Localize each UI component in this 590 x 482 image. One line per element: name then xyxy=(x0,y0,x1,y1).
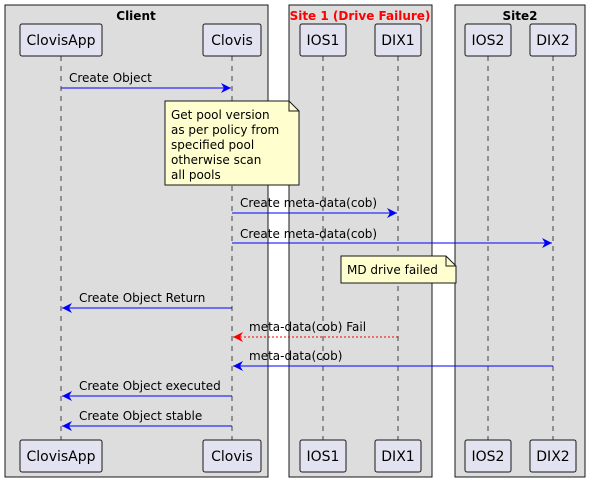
participant-ios1-top: IOS1 xyxy=(299,23,347,57)
note-line: Get pool version xyxy=(171,108,270,122)
participant-clovisapp-bottom: ClovisApp xyxy=(19,439,103,473)
message-create-object-stable: Create Object stable xyxy=(62,409,232,431)
participant-label: IOS1 xyxy=(307,33,340,49)
message-label: Create Object xyxy=(69,71,152,85)
message-label: Create meta-data(cob) xyxy=(240,196,377,210)
message-create-metadata-dix1: Create meta-data(cob) xyxy=(232,196,397,218)
message-label: meta-data(cob) xyxy=(249,349,342,363)
note-line: otherwise scan xyxy=(171,153,261,167)
note-pool-version: Get pool version as per policy from spec… xyxy=(164,100,300,186)
message-label: Create Object executed xyxy=(79,379,221,393)
note-line: MD drive failed xyxy=(347,263,438,277)
participant-dix1-top: DIX1 xyxy=(374,23,422,57)
message-create-metadata-dix2: Create meta-data(cob) xyxy=(232,227,552,248)
participant-label: IOS2 xyxy=(472,33,505,49)
note-line: all pools xyxy=(171,168,221,182)
participant-label: ClovisApp xyxy=(26,449,95,465)
note-line: as per policy from xyxy=(171,123,279,137)
participant-dix2-bottom: DIX2 xyxy=(529,439,577,473)
participant-ios2-bottom: IOS2 xyxy=(464,439,512,473)
message-label: meta-data(cob) Fail xyxy=(249,320,366,334)
participant-label: IOS1 xyxy=(307,449,340,465)
participant-clovis-top: Clovis xyxy=(202,23,262,57)
lifelines xyxy=(60,56,554,440)
participant-label: IOS2 xyxy=(472,449,505,465)
participant-dix2-top: DIX2 xyxy=(529,23,577,57)
message-create-object-return: Create Object Return xyxy=(62,291,232,313)
participant-label: Clovis xyxy=(211,33,253,49)
note-md-drive-failed: MD drive failed xyxy=(340,255,457,284)
message-create-object-executed: Create Object executed xyxy=(62,379,232,401)
participant-ios2-top: IOS2 xyxy=(464,23,512,57)
participant-clovisapp-top: ClovisApp xyxy=(19,23,103,57)
message-metadata-fail: meta-data(cob) Fail xyxy=(233,320,398,342)
participant-label: DIX1 xyxy=(381,449,414,465)
note-line: specified pool xyxy=(171,138,254,152)
message-label: Create Object stable xyxy=(79,409,202,423)
box-title-client: Client xyxy=(116,9,156,23)
box-title-site2: Site2 xyxy=(503,9,538,23)
box-title-site1: Site 1 (Drive Failure) xyxy=(290,9,431,23)
participant-label: DIX1 xyxy=(381,33,414,49)
message-create-object: Create Object xyxy=(61,71,231,93)
box-site2: Site2 xyxy=(454,4,586,478)
participant-clovis-bottom: Clovis xyxy=(202,439,262,473)
message-metadata-dix2: meta-data(cob) xyxy=(233,349,553,371)
participant-ios1-bottom: IOS1 xyxy=(299,439,347,473)
message-label: Create Object Return xyxy=(79,291,205,305)
participant-dix1-bottom: DIX1 xyxy=(374,439,422,473)
participant-label: ClovisApp xyxy=(26,33,95,49)
participant-label: DIX2 xyxy=(536,33,569,49)
box-site1: Site 1 (Drive Failure) xyxy=(288,4,433,478)
message-label: Create meta-data(cob) xyxy=(240,227,377,241)
participant-label: Clovis xyxy=(211,449,253,465)
participant-label: DIX2 xyxy=(536,449,569,465)
